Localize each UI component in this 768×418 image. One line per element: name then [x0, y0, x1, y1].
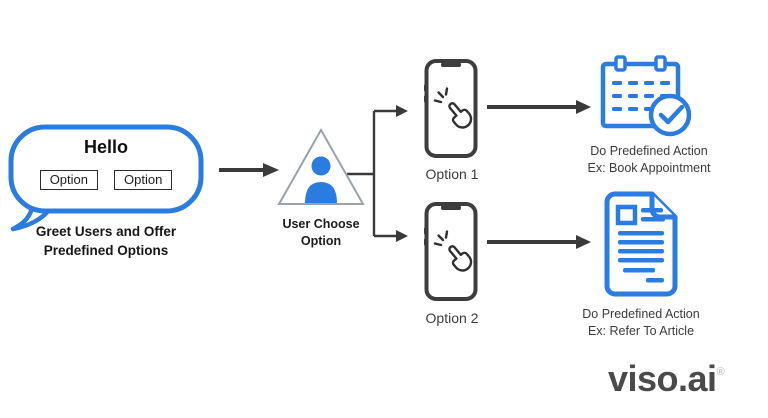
decision-caption-line2: Option — [300, 234, 342, 248]
speech-bubble-icon — [8, 124, 204, 232]
logo-text: viso.ai — [608, 358, 717, 399]
smartphone-tap-icon-option1 — [424, 59, 478, 158]
branch-connector — [347, 105, 408, 242]
tap-gesture-icon — [433, 87, 473, 129]
bubble-option-button-2: Option — [114, 170, 173, 190]
greeting-caption-line2: Predefined Options — [43, 243, 169, 258]
option1-label: Option 1 — [425, 166, 479, 182]
action1-caption-line2: Ex: Book Appointment — [587, 160, 711, 175]
user-in-triangle-icon — [277, 127, 365, 205]
arrow-option1-to-action — [487, 100, 591, 114]
greeting-bubble: Hello Option Option — [6, 124, 206, 234]
arrow-greeting-to-decision — [219, 163, 279, 177]
bubble-greeting-text: Hello — [83, 137, 128, 157]
action2-caption-line1: Do Predefined Action — [582, 307, 700, 321]
viso-ai-logo: viso.ai® — [608, 358, 725, 400]
tap-gesture-icon — [433, 230, 473, 272]
action1-caption: Do Predefined Action Ex: Book Appointmen… — [570, 143, 728, 176]
smartphone-tap-icon-option2 — [424, 202, 478, 301]
greeting-caption: Greet Users and Offer Predefined Options — [0, 222, 212, 260]
registered-trademark-icon: ® — [716, 366, 725, 378]
action2-caption-line2: Ex: Refer To Article — [587, 323, 695, 338]
article-document-icon — [604, 191, 678, 297]
calendar-check-icon — [600, 55, 692, 137]
action2-caption: Do Predefined Action Ex: Refer To Articl… — [562, 306, 720, 339]
bubble-option-button-1: Option — [39, 170, 98, 190]
decision-caption-line1: User Choose — [282, 217, 360, 231]
option2-label: Option 2 — [425, 310, 479, 326]
user-person-icon — [305, 156, 337, 203]
arrow-option2-to-action — [487, 235, 591, 249]
action1-caption-line1: Do Predefined Action — [590, 144, 708, 158]
greeting-caption-line1: Greet Users and Offer — [35, 224, 177, 239]
decision-caption: User Choose Option — [266, 216, 376, 250]
